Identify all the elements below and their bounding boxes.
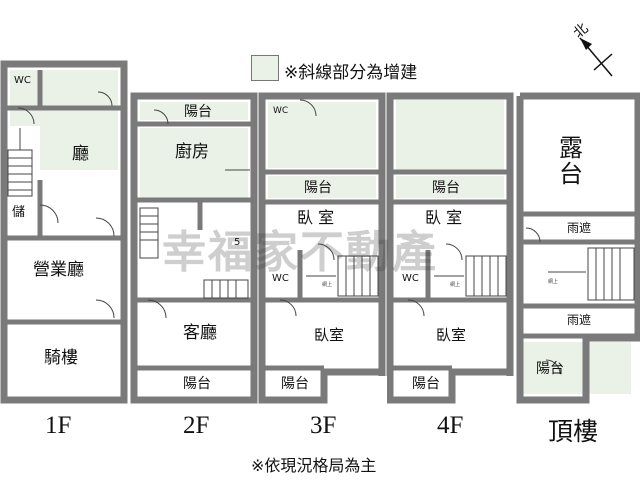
f1-arcade-label: 騎樓 [44,348,78,368]
roof-terrace-label-1: 露 [559,134,583,162]
roof-balcony-label: 陽台 [536,361,564,377]
f3-bedroom-top-label: 臥 室 [297,208,335,227]
f3-wc-top-label: WC [273,106,289,116]
floor-label-4f: 4F [437,412,464,439]
f3-wc-label: WC [272,273,289,284]
f1-business-hall-label: 營業廳 [33,260,84,280]
floor-label-2f: 2F [183,412,210,439]
f4-bedroom-bottom-label: 臥室 [436,326,467,344]
floor-label-1f: 1F [45,412,72,439]
f3-stair-note: 網上 [322,282,333,288]
f1-storage-label: 儲 [12,205,26,220]
floor-label-roof: 頂樓 [548,419,599,446]
f2-balcony-top-label: 陽台 [184,104,212,120]
north-arrow-icon [579,37,613,77]
f1-hall-label: 廳 [72,144,89,164]
f3-balcony-mid-label: 陽台 [304,180,332,196]
layout-disclaimer-note: ※依現況格局為主 [251,456,377,475]
f2-living-room-label: 客廳 [183,323,217,343]
roof-canopy-top-label: 雨遮 [567,221,592,235]
agency-watermark: 幸福家不動產 [162,227,438,278]
f4-wc-label: WC [402,273,419,284]
annex-legend-text: ※斜線部分為增建 [284,63,418,83]
f4-stair-note: 網上 [450,282,461,288]
f3-balcony-bottom-label: 陽台 [281,376,309,392]
f2-kitchen-label: 廚房 [175,142,209,162]
f4-balcony-bottom-label: 陽台 [412,376,440,392]
roof-terrace-label-2: 台 [559,160,583,188]
annex-legend-swatch [251,55,279,81]
f2-small-mark: 5 [234,237,241,248]
f1-wc-label: WC [14,75,31,86]
f4-balcony-mid-label: 陽台 [432,180,460,196]
floor-label-3f: 3F [310,412,337,439]
roof-canopy-bottom-label: 雨遮 [567,313,592,327]
f2-balcony-bottom-label: 陽台 [183,376,211,392]
f3-bedroom-bottom-label: 臥室 [314,326,345,344]
f4-bedroom-top-label: 臥 室 [425,208,463,227]
roof-stair-note: 網上 [548,279,559,285]
